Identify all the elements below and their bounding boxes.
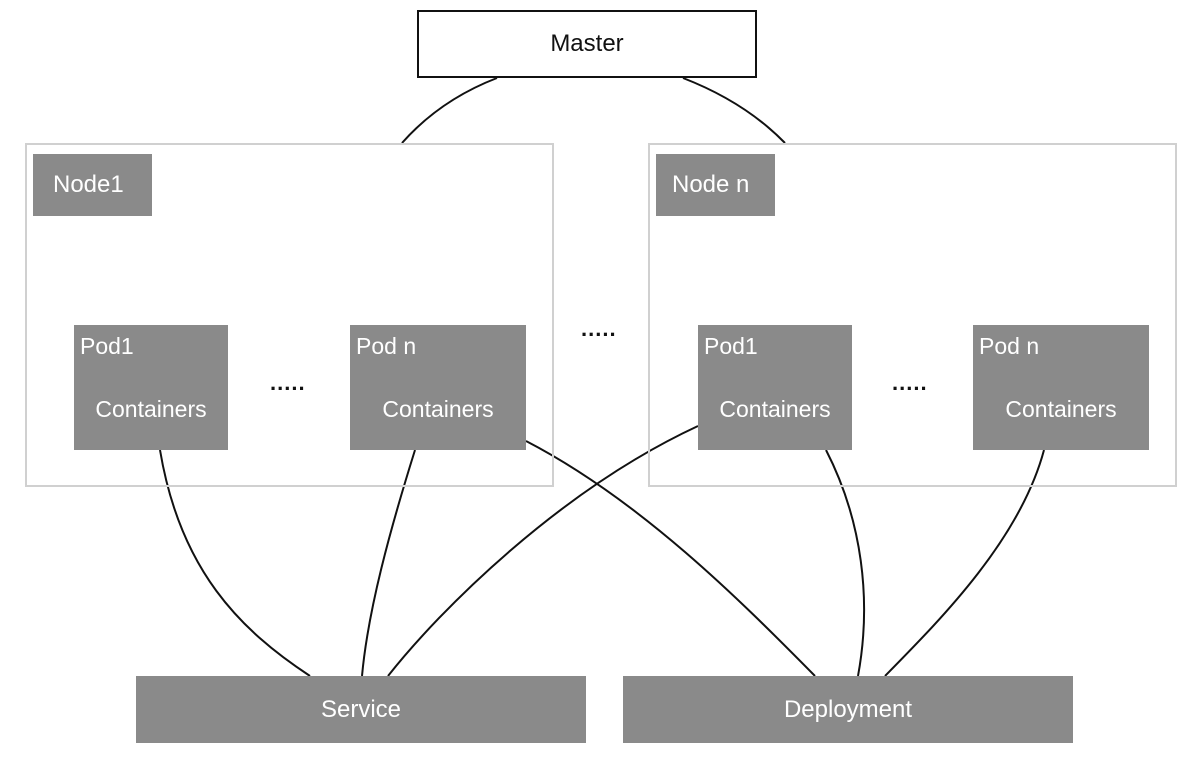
- pod-title: Pod1: [80, 333, 134, 359]
- connector-master-node1: [401, 77, 498, 144]
- pod-title: Pod n: [979, 333, 1040, 359]
- service-label: Service: [320, 695, 402, 723]
- pod-title: Pod n: [356, 333, 417, 359]
- connector-noden-pod1-service: [387, 425, 699, 677]
- pod-containers-label: Containers: [95, 396, 207, 422]
- node-label-text: Node n: [672, 171, 750, 198]
- pod-box: Pod1 Containers: [698, 325, 852, 450]
- connector-noden-podn-deployment: [884, 449, 1045, 677]
- connector-node1-podn-deployment: [525, 440, 816, 677]
- pod-box: Pod1 Containers: [74, 325, 228, 450]
- node-frame-1: [25, 143, 554, 487]
- pod-box: Pod n Containers: [973, 325, 1149, 450]
- connector-node1-podn-service: [361, 449, 416, 677]
- connector-noden-pod1-deployment: [825, 449, 866, 677]
- service-box: Service: [136, 676, 586, 743]
- master-label: Master: [550, 30, 624, 57]
- node-label-1: Node1: [33, 154, 152, 216]
- pod-containers-label: Containers: [1005, 396, 1117, 422]
- connector-master-noden: [682, 77, 786, 144]
- pod-box: Pod n Containers: [350, 325, 526, 450]
- pod-containers-label: Containers: [719, 396, 831, 422]
- pod-title: Pod1: [704, 333, 758, 359]
- node-label-text: Node1: [53, 171, 124, 198]
- pods-ellipsis: .....: [270, 370, 306, 395]
- nodes-ellipsis: .....: [581, 316, 617, 341]
- pods-ellipsis: .....: [892, 370, 928, 395]
- connector-node1-pod1-service: [159, 449, 311, 677]
- pod-containers-label: Containers: [382, 396, 494, 422]
- node-frame-n: [648, 143, 1177, 487]
- master-box: Master: [417, 10, 757, 78]
- deployment-label: Deployment: [783, 695, 913, 723]
- node-label-n: Node n: [656, 154, 775, 216]
- deployment-box: Deployment: [623, 676, 1073, 743]
